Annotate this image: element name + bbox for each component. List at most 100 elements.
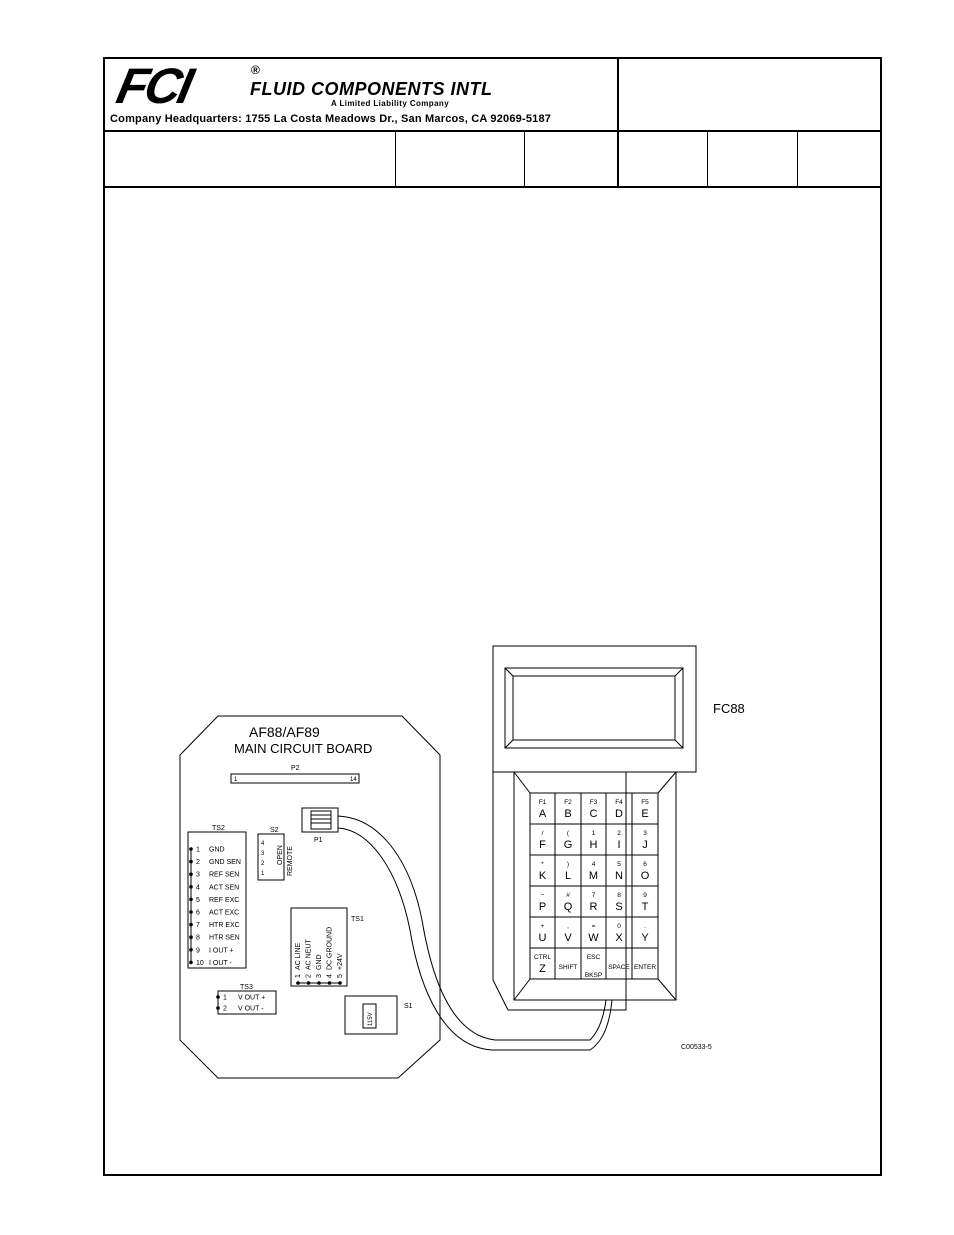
- s2-switch: [257, 833, 285, 881]
- key-main-label: Y: [641, 932, 649, 944]
- company-subtitle: A Limited Liability Company: [331, 99, 450, 108]
- ts2-terminal-name: HTR SEN: [209, 935, 240, 942]
- ts3-terminal-dot: [216, 1006, 220, 1010]
- company-name: FLUID COMPONENTS INTL: [250, 79, 493, 99]
- ts3-label: TS3: [240, 984, 253, 991]
- fc88-outline: [492, 645, 697, 1011]
- key-top-label: 8: [617, 892, 621, 899]
- ts2-terminal-name: ACT EXC: [209, 910, 239, 917]
- key-top-label: −: [541, 892, 545, 899]
- ts1-terminal-name: +24V: [337, 953, 344, 970]
- title-block-col-2: [395, 130, 396, 186]
- title-block-divider: [103, 130, 882, 132]
- fc88-display-bezel: [504, 667, 684, 749]
- key-main-label: J: [642, 839, 648, 851]
- key-top-label: F3: [590, 799, 598, 806]
- key-top-label: 7: [592, 892, 596, 899]
- key-main-label: A: [539, 808, 547, 820]
- ts2-terminal-number: 1: [196, 847, 200, 854]
- ts2-terminal-name: I OUT -: [209, 960, 232, 967]
- key-main-label: D: [615, 808, 623, 820]
- ts1-terminal-name: AC NEUT: [306, 939, 313, 970]
- ts2-terminal-number: 3: [196, 872, 200, 879]
- drawing-frame: [103, 57, 882, 1176]
- ts3-block: [217, 990, 277, 1015]
- key-top-label: 5: [617, 861, 621, 868]
- title-block-col-5: [797, 130, 798, 186]
- circuit-board-outline: [179, 715, 441, 1079]
- key-top-label: CTRL: [534, 954, 551, 961]
- key-main-label: U: [539, 932, 547, 944]
- s2-remote-label: REMOTE: [287, 846, 294, 876]
- key-main-label: N: [615, 870, 623, 882]
- key-main-label: S: [615, 901, 622, 913]
- ts2-terminal-name: GND SEN: [209, 859, 241, 866]
- key-top-label: 9: [643, 892, 647, 899]
- s1-label: S1: [404, 1003, 413, 1010]
- fc88-label: FC88: [713, 701, 745, 716]
- ts1-terminal-number: 4: [327, 974, 334, 978]
- board-title-line1: AF88/AF89: [249, 724, 320, 740]
- s1-switch: [344, 995, 398, 1035]
- key-top-label: .: [644, 923, 646, 930]
- title-block-col-1: [617, 57, 619, 187]
- key-main-label: I: [617, 839, 620, 851]
- key-main-label: Q: [564, 901, 573, 913]
- key-top-label: +: [541, 923, 545, 930]
- key-main-label: W: [588, 932, 599, 944]
- key-main-label: R: [590, 901, 598, 913]
- key-top-label: (: [567, 830, 570, 837]
- title-block-col-4: [707, 130, 708, 186]
- key-top-label: F4: [615, 799, 623, 806]
- ts2-terminal-dot: [189, 960, 193, 965]
- key-top-label: 3: [643, 830, 647, 837]
- key-main-label: H: [590, 839, 598, 851]
- key-main-label: F: [539, 839, 546, 851]
- ts3-terminal-name: V OUT -: [238, 1006, 264, 1013]
- key-main-label: B: [564, 808, 571, 820]
- ts2-block: [187, 831, 247, 969]
- ts2-terminal-name: HTR EXC: [209, 922, 240, 929]
- key-main-label: C: [590, 808, 598, 820]
- ts1-terminal-name: DC GROUND: [327, 927, 334, 970]
- p1-label: P1: [314, 837, 323, 844]
- s1-switch-text: 115V: [368, 1012, 374, 1026]
- ts2-terminal-number: 6: [196, 910, 200, 917]
- key-main-label: G: [564, 839, 573, 851]
- key-top-label: ESC: [587, 954, 601, 961]
- key-main-label: X: [615, 932, 623, 944]
- ts2-terminal-number: 10: [196, 960, 204, 967]
- interface-cable: [337, 815, 607, 1041]
- s2-open-label: OPEN: [277, 845, 284, 865]
- ts2-terminal-number: 2: [196, 859, 200, 866]
- s2-label: S2: [270, 827, 279, 834]
- key-main-label: V: [564, 932, 572, 944]
- key-top-label: 1: [592, 830, 596, 837]
- ts2-terminal-name: REF EXC: [209, 897, 239, 904]
- key-top-label: =: [592, 923, 596, 930]
- p2-pin-first: 1: [234, 777, 238, 783]
- headquarters-address: Company Headquarters: 1755 La Costa Mead…: [110, 113, 552, 125]
- ts2-terminal-number: 8: [196, 935, 200, 942]
- key-main-label: SPACE: [608, 964, 630, 971]
- key-main-label: ENTER: [634, 964, 656, 971]
- title-block-col-3: [524, 130, 525, 186]
- key-top-label: F1: [539, 799, 547, 806]
- p2-pin-last: 14: [350, 777, 357, 783]
- s2-position: 2: [261, 861, 265, 867]
- ts2-terminal-number: 7: [196, 922, 200, 929]
- s2-position: 3: [261, 851, 265, 857]
- key-main-label: L: [565, 870, 571, 882]
- key-top-label: 0: [617, 923, 621, 930]
- fc88-display: [512, 675, 676, 741]
- key-main-label: K: [539, 870, 547, 882]
- ts3-terminal-name: V OUT +: [238, 995, 265, 1002]
- p2-label: P2: [291, 765, 300, 772]
- key-top-label: #: [566, 892, 570, 899]
- ts1-label: TS1: [351, 916, 364, 923]
- key-main-label: T: [642, 901, 649, 913]
- key-top-label: 4: [592, 861, 596, 868]
- key-main-label: O: [641, 870, 650, 882]
- title-block-bottom: [103, 186, 882, 188]
